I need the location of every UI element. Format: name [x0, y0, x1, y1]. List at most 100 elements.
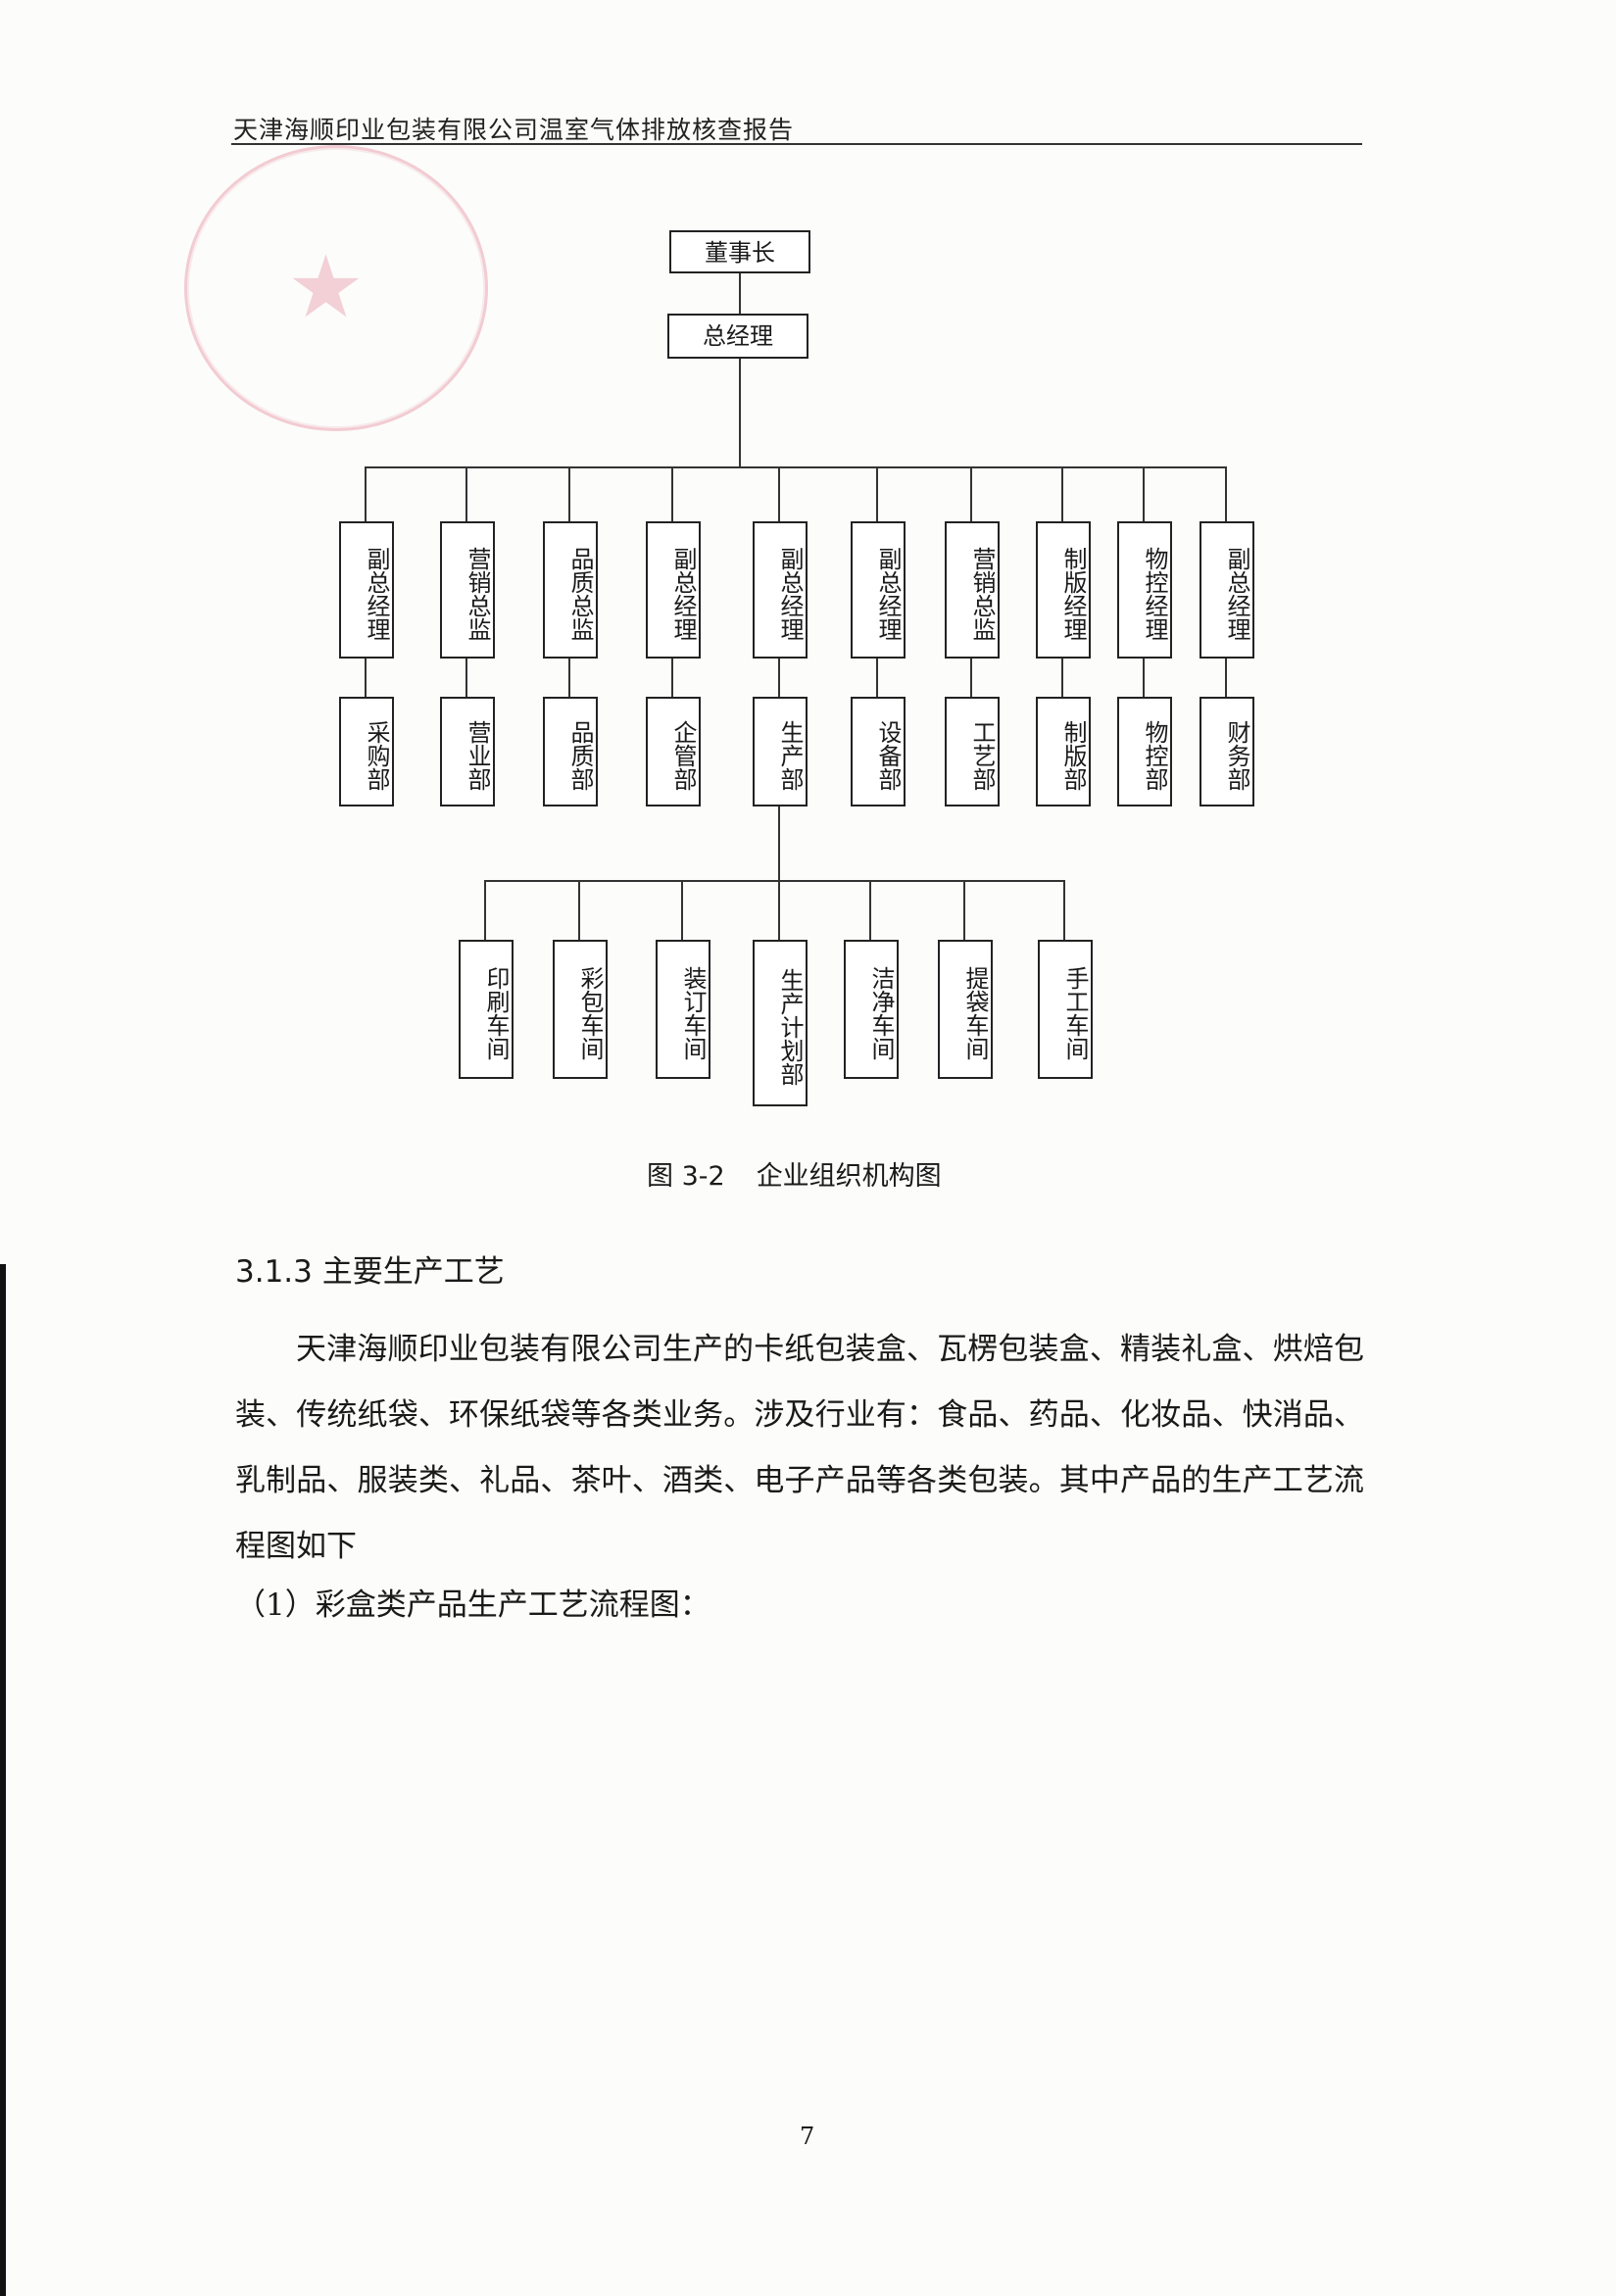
- org-box-level4: 生产计划部: [753, 940, 808, 1106]
- connector-line: [739, 359, 741, 466]
- connector-line: [1143, 658, 1145, 699]
- org-box-level3: 财务部: [1200, 697, 1254, 806]
- org-chart: 董事长 总经理 副总经理 营销总监 品质总监 副总经理 副总经理 副总经理 营销…: [339, 230, 1254, 1106]
- org-box-label: 企管部: [669, 720, 697, 791]
- org-box-label: 品质总监: [566, 547, 594, 641]
- connector-line: [578, 880, 580, 941]
- org-box-label: 手工车间: [1061, 966, 1089, 1060]
- company-seal: ★: [184, 145, 488, 431]
- page-number: 7: [800, 2123, 815, 2150]
- section-heading: 3.1.3 主要生产工艺: [235, 1254, 505, 1290]
- org-box-level2: 营销总监: [945, 521, 1000, 659]
- connector-line: [365, 466, 367, 523]
- org-box-level4: 提袋车间: [938, 940, 993, 1079]
- org-box-label: 印刷车间: [482, 966, 510, 1060]
- org-box-label: 物控部: [1141, 720, 1168, 791]
- connector-line: [739, 270, 741, 316]
- connector-line: [1061, 466, 1063, 523]
- org-box-level2: 副总经理: [339, 521, 394, 659]
- org-box-level4: 手工车间: [1038, 940, 1093, 1079]
- org-box-chairman: 董事长: [669, 230, 810, 273]
- connector-line: [970, 466, 972, 523]
- org-box-label: 品质部: [566, 720, 594, 791]
- org-box-level2: 制版经理: [1036, 521, 1091, 659]
- connector-line: [778, 466, 780, 523]
- org-box-label: 物控经理: [1141, 547, 1168, 641]
- connector-line: [365, 466, 1227, 468]
- connector-line: [778, 880, 780, 941]
- paragraph-text: 天津海顺印业包装有限公司生产的卡纸包装盒、瓦楞包装盒、精装礼盒、烘焙包装、传统纸…: [235, 1332, 1364, 1564]
- org-box-label: 副总经理: [1223, 547, 1250, 641]
- org-box-label: 副总经理: [874, 547, 902, 641]
- org-box-level2: 副总经理: [1200, 521, 1254, 659]
- org-box-level3: 采购部: [339, 697, 394, 806]
- connector-line: [963, 880, 965, 941]
- connector-line: [671, 466, 673, 523]
- org-box-label: 营业部: [464, 720, 491, 791]
- org-box-level4: 装订车间: [656, 940, 710, 1079]
- body-paragraph: 天津海顺印业包装有限公司生产的卡纸包装盒、瓦楞包装盒、精装礼盒、烘焙包装、传统纸…: [235, 1317, 1364, 1580]
- scan-edge: [0, 1264, 6, 2296]
- org-box-label: 副总经理: [776, 547, 804, 641]
- org-box-level3: 生产部: [753, 697, 808, 806]
- org-box-level2: 副总经理: [753, 521, 808, 659]
- connector-line: [465, 658, 467, 699]
- list-item: （1）彩盒类产品生产工艺流程图：: [235, 1588, 710, 1623]
- org-box-label: 工艺部: [968, 720, 996, 791]
- org-box-level2: 副总经理: [851, 521, 906, 659]
- figure-caption: 图 3-2 企业组织机构图: [647, 1154, 942, 1193]
- org-box-level3: 品质部: [543, 697, 598, 806]
- connector-line: [484, 880, 1064, 882]
- org-box-level3: 物控部: [1117, 697, 1172, 806]
- connector-line: [1143, 466, 1145, 523]
- connector-line: [465, 466, 467, 523]
- connector-line: [778, 658, 780, 699]
- org-box-label: 副总经理: [669, 547, 697, 641]
- org-box-label: 设备部: [874, 720, 902, 791]
- org-box-level2: 副总经理: [646, 521, 701, 659]
- connector-line: [365, 658, 367, 699]
- connector-line: [876, 658, 878, 699]
- org-box-label: 制版经理: [1059, 547, 1087, 641]
- org-box-general-manager: 总经理: [667, 314, 808, 359]
- figure-number: 图 3-2: [647, 1161, 725, 1192]
- org-box-level4: 印刷车间: [459, 940, 514, 1079]
- connector-line: [1225, 658, 1227, 699]
- header-rule: [231, 143, 1362, 145]
- org-box-level2: 物控经理: [1117, 521, 1172, 659]
- org-box-label: 营销总监: [968, 547, 996, 641]
- running-header: 天津海顺印业包装有限公司温室气体排放核查报告: [233, 116, 795, 144]
- connector-line: [681, 880, 683, 941]
- org-box-label: 彩包车间: [576, 966, 604, 1060]
- org-box-label: 装订车间: [679, 966, 707, 1060]
- connector-line: [484, 880, 486, 941]
- seal-star-icon: ★: [287, 236, 365, 337]
- figure-title: 企业组织机构图: [756, 1161, 942, 1192]
- connector-line: [970, 658, 972, 699]
- org-box-label: 生产计划部: [776, 968, 804, 1086]
- org-box-label: 制版部: [1059, 720, 1087, 791]
- org-box-level4: 洁净车间: [844, 940, 899, 1079]
- org-box-label: 提袋车间: [961, 966, 989, 1060]
- connector-line: [568, 658, 570, 699]
- org-box-level3: 制版部: [1036, 697, 1091, 806]
- connector-line: [1061, 658, 1063, 699]
- org-box-level2: 营销总监: [440, 521, 495, 659]
- connector-line: [869, 880, 871, 941]
- org-box-level4: 彩包车间: [553, 940, 608, 1079]
- org-box-level3: 设备部: [851, 697, 906, 806]
- connector-line: [778, 806, 780, 882]
- org-box-level3: 营业部: [440, 697, 495, 806]
- org-box-level2: 品质总监: [543, 521, 598, 659]
- org-box-label: 财务部: [1223, 720, 1250, 791]
- connector-line: [1063, 880, 1065, 941]
- org-box-label: 采购部: [363, 720, 390, 791]
- org-box-label: 洁净车间: [867, 966, 895, 1060]
- connector-line: [876, 466, 878, 523]
- connector-line: [568, 466, 570, 523]
- org-box-label: 生产部: [776, 720, 804, 791]
- connector-line: [671, 658, 673, 699]
- org-box-level3: 工艺部: [945, 697, 1000, 806]
- org-box-label: 副总经理: [363, 547, 390, 641]
- org-box-label: 营销总监: [464, 547, 491, 641]
